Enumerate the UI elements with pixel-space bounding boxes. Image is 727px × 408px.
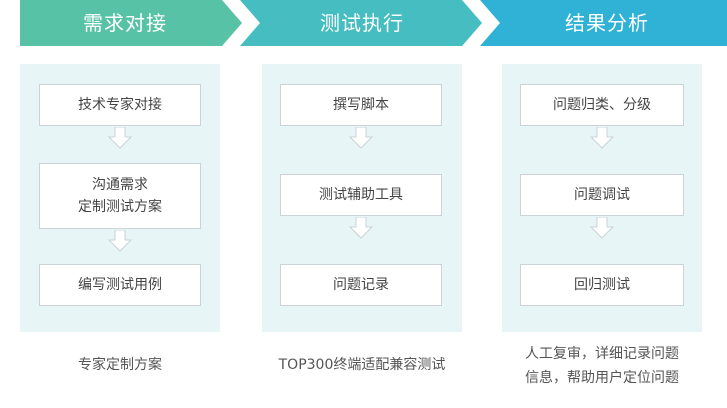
step-box: 测试辅助工具 <box>280 174 442 216</box>
phase-1-title: 需求对接 <box>83 11 167 35</box>
phase-2-caption: TOP300终端适配兼容测试 <box>246 353 478 377</box>
down-arrow-icon <box>348 217 374 239</box>
caption-line: 人工复审，详细记录问题 <box>525 346 679 362</box>
phase-3-caption: 人工复审，详细记录问题 信息，帮助用户定位问题 <box>494 342 710 390</box>
step-label: 问题调试 <box>574 187 630 203</box>
phase-1-chevron <box>20 0 242 46</box>
step-box: 问题记录 <box>280 264 442 306</box>
step-box: 沟通需求 定制测试方案 <box>39 163 201 229</box>
step-label: 测试辅助工具 <box>319 187 403 203</box>
phase-banner <box>20 0 727 46</box>
step-label: 问题归类、分级 <box>553 97 651 113</box>
step-label: 技术专家对接 <box>78 97 162 113</box>
step-box: 问题调试 <box>520 174 684 216</box>
caption-line: 专家定制方案 <box>78 357 162 373</box>
step-label: 撰写脚本 <box>333 97 389 113</box>
step-label: 编写测试用例 <box>78 277 162 293</box>
step-box: 回归测试 <box>520 264 684 306</box>
phase-2-chevron <box>240 0 482 46</box>
down-arrow-icon <box>589 127 615 149</box>
step-box: 技术专家对接 <box>39 84 201 126</box>
step-label: 问题记录 <box>333 277 389 293</box>
step-label: 沟通需求 <box>92 177 148 193</box>
down-arrow-icon <box>589 217 615 239</box>
step-box: 问题归类、分级 <box>520 84 684 126</box>
phase-1-caption: 专家定制方案 <box>20 353 220 377</box>
step-box: 撰写脚本 <box>280 84 442 126</box>
phase-3-title: 结果分析 <box>565 11 649 35</box>
step-box: 编写测试用例 <box>39 264 201 306</box>
down-arrow-icon <box>107 127 133 149</box>
down-arrow-icon <box>348 127 374 149</box>
caption-line: 信息，帮助用户定位问题 <box>525 370 679 386</box>
step-label: 定制测试方案 <box>78 199 162 215</box>
phase-3-chevron <box>480 0 727 46</box>
step-label: 回归测试 <box>574 277 630 293</box>
caption-line: TOP300终端适配兼容测试 <box>278 357 446 373</box>
down-arrow-icon <box>107 230 133 252</box>
phase-2-title: 测试执行 <box>320 11 404 35</box>
